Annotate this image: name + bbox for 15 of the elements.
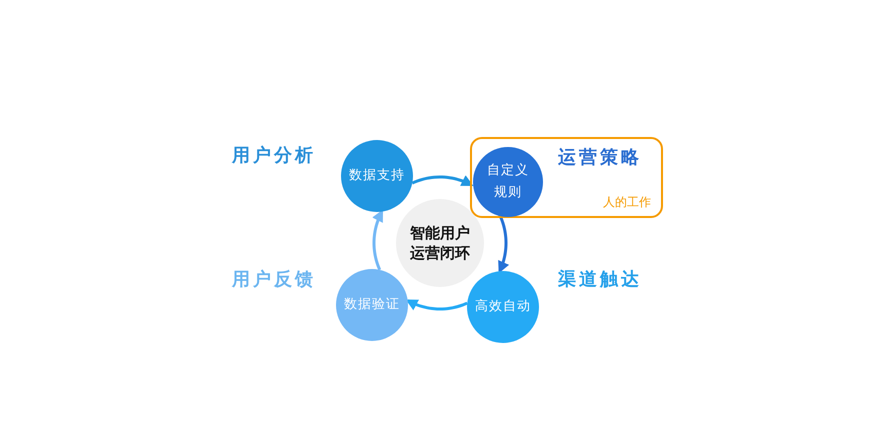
cycle-arrow xyxy=(412,175,474,186)
cycle-arrow xyxy=(372,210,384,270)
highlight-frame xyxy=(470,137,663,218)
step-label: 自定义规则 xyxy=(487,162,529,202)
hub-circle xyxy=(396,199,484,287)
section-heading: 运营策略 xyxy=(558,146,642,169)
section-heading: 渠道触达 xyxy=(558,268,642,291)
hub-label: 智能用户运营闭环 xyxy=(409,222,471,264)
step-label: 高效自动 xyxy=(475,298,531,316)
section-heading: 用户分析 xyxy=(232,144,316,167)
step-label: 数据验证 xyxy=(344,296,400,314)
section-heading: 用户反馈 xyxy=(232,268,316,291)
cycle-arrow xyxy=(406,299,468,310)
note-text: 人的工作 xyxy=(603,194,651,211)
step-label: 数据支持 xyxy=(349,166,405,185)
